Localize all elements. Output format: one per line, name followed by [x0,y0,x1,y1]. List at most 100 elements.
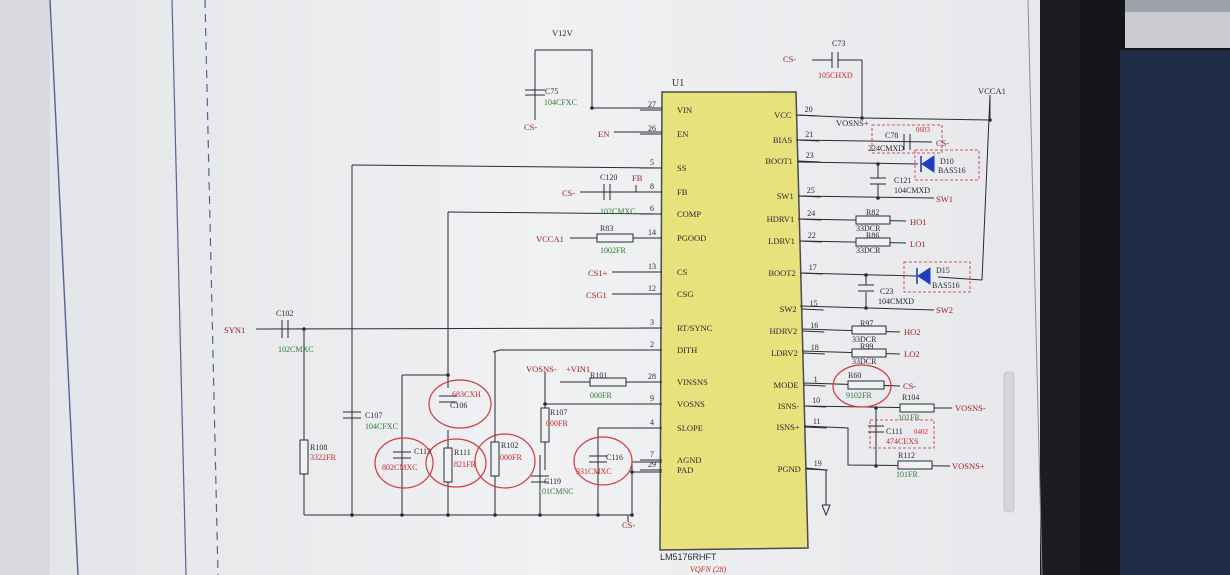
c111-ref: C111 [886,427,903,436]
r111-value: 821FR [454,460,476,469]
r108-symbol [299,439,309,475]
c113-ref: C113 [414,447,431,456]
c119-symbol [531,475,549,483]
net-cs-c75: CS- [524,122,537,132]
right-pin-number: 23 [806,151,814,160]
r108-ref: R108 [310,443,327,452]
right-pin-name: VCC [774,110,792,120]
r82-value: 33DCR [856,224,881,233]
left-pin-name: VOSNS [677,399,705,409]
right-pin-name: PGND [778,464,801,474]
ic-body [659,91,809,551]
d15-symbol [916,267,931,285]
background-window-bar [1125,0,1230,12]
r112-ref: R112 [898,451,915,460]
junction-dot [876,162,880,166]
junction-dot [988,118,992,122]
wire-pgnd [805,467,827,505]
r111-symbol [443,447,453,483]
left-pin-name: PGOOD [677,233,706,243]
left-pin-name: FB [677,187,688,197]
scrollbar-thumb[interactable] [1003,371,1015,513]
review-marks [374,364,892,489]
c116-ref: C116 [606,453,623,462]
d15-value: BAS516 [932,281,960,290]
junction-dot [543,402,547,406]
left-pin-name: DITH [677,345,697,355]
r102-ref: R102 [501,441,518,450]
c120-symbol [603,184,611,200]
left-pin-number: 5 [650,158,654,167]
junction-dot [446,373,450,377]
c106-circle [428,379,492,429]
ic-left-pins: 27VIN26EN5SS8FB6COMP14PGOOD13CS12CSG3RT/… [640,100,713,475]
wire-dith [492,349,662,353]
r82-ref: R82 [866,208,879,217]
left-pin-number: 26 [648,124,656,133]
left-pin-number: 9 [650,394,654,403]
d15-ref: D15 [936,266,950,275]
right-pin-name: LDRV1 [768,236,795,246]
c116-circle [573,436,633,486]
r111-ref: R111 [454,448,471,457]
net-sw1: SW1 [936,194,953,204]
c107-value: 104CFXC [365,422,398,431]
right-pin-number: 25 [807,186,815,195]
c106-symbol [439,395,457,403]
c102-value: 102CMXC [278,345,314,354]
left-pin-number: 28 [648,372,656,381]
c107-ref: C107 [365,411,382,420]
right-pin-name: SW1 [777,191,794,201]
wire-vcca1-rail [981,94,991,281]
d10-ref: D10 [940,157,954,166]
ic-package: VQFN (28) [690,565,727,574]
left-pin-number: 29 [648,460,656,469]
net-vosns-plus-right: VOSNS+ [952,461,985,471]
c78-ref: C78 [885,131,898,140]
left-pin-name: AGND [677,455,702,465]
net-cs1: CS1+ [588,268,608,278]
r102-value: 000FR [500,453,522,462]
c106-value: 683CXH [452,390,481,399]
c111-box [869,419,935,449]
r97-ref: R97 [860,319,873,328]
r97-symbol [851,325,887,335]
sheet-frame-line [171,0,187,575]
r112-value: 101FR [896,470,918,479]
ic-part-number: LM5176RHFT [660,552,717,562]
r102-symbol [490,441,500,477]
c75-value: 104CFXC [544,98,577,107]
net-lo2: LO2 [904,349,920,359]
pgnd-symbol [821,504,831,517]
c78-box [871,124,943,154]
wire-d15-rail [937,276,983,281]
c120-value: 102CMXC [600,207,636,216]
junction-dot [538,513,542,517]
r86-value: 33DCR [856,246,881,255]
components [281,52,935,517]
net-lo1: LO1 [910,239,926,249]
net-ho1: HO1 [910,217,927,227]
c75-ref: C75 [545,87,558,96]
d10-box [914,149,980,181]
left-pin-name: COMP [677,209,701,219]
r107-symbol [540,407,550,443]
c113-symbol [393,451,411,459]
net-cs-top: CS- [783,54,796,64]
left-pin-name: CS [677,267,688,277]
wire-boot1 [797,161,919,165]
r101-ref: R101 [590,371,607,380]
r107-value: 000FR [546,419,568,428]
right-pin-name: MODE [774,380,799,390]
sheet-border-line [49,0,79,575]
component-labels: C73 105CHXD C75 104CFXC C78 0603 224CMXD… [276,39,966,496]
junction-dot [630,513,634,517]
wire-sw1 [797,195,935,199]
c107-symbol [343,411,361,419]
r104-symbol [899,403,935,413]
right-pin-number: 11 [813,417,821,426]
